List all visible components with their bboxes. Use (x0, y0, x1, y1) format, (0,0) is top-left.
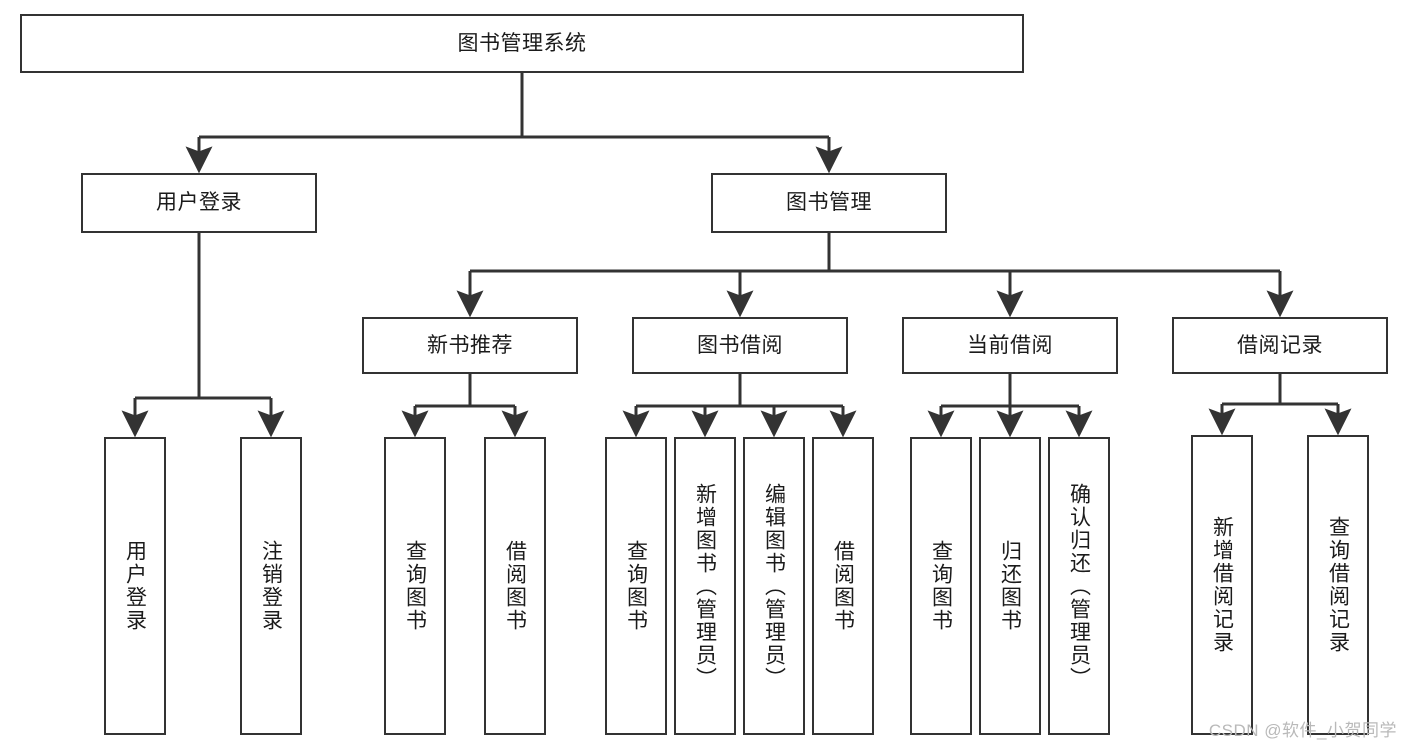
node-leaf-add-record[interactable]: 新增借阅记录 (1191, 435, 1253, 735)
node-book-management-system[interactable]: 图书管理系统 (20, 14, 1024, 73)
node-leaf-edit-book[interactable]: 编辑图书（管理员） (743, 437, 805, 735)
node-label: 借阅图书 (831, 540, 855, 632)
node-label: 图书借阅 (697, 333, 783, 357)
node-label: 查询图书 (403, 540, 427, 632)
node-leaf-query-book-1[interactable]: 查询图书 (384, 437, 446, 735)
node-leaf-confirm-return[interactable]: 确认归还（管理员） (1048, 437, 1110, 735)
node-leaf-user-login[interactable]: 用户登录 (104, 437, 166, 735)
node-book-manage[interactable]: 图书管理 (711, 173, 947, 233)
node-leaf-borrow-book-2[interactable]: 借阅图书 (812, 437, 874, 735)
node-current-borrow[interactable]: 当前借阅 (902, 317, 1118, 374)
node-leaf-borrow-book-1[interactable]: 借阅图书 (484, 437, 546, 735)
node-leaf-query-record[interactable]: 查询借阅记录 (1307, 435, 1369, 735)
node-label: 新增图书（管理员） (693, 482, 717, 690)
node-label: 图书管理 (786, 191, 872, 215)
node-user-login[interactable]: 用户登录 (81, 173, 317, 233)
node-leaf-query-book-3[interactable]: 查询图书 (910, 437, 972, 735)
node-new-book-recommend[interactable]: 新书推荐 (362, 317, 578, 374)
node-label: 归还图书 (998, 540, 1022, 632)
node-label: 借阅图书 (503, 540, 527, 632)
node-leaf-query-book-2[interactable]: 查询图书 (605, 437, 667, 735)
node-label: 当前借阅 (967, 333, 1053, 357)
node-label: 编辑图书（管理员） (762, 482, 786, 690)
node-borrow-record[interactable]: 借阅记录 (1172, 317, 1388, 374)
node-book-borrow[interactable]: 图书借阅 (632, 317, 848, 374)
node-label: 用户登录 (123, 540, 147, 632)
node-label: 借阅记录 (1237, 333, 1323, 357)
node-label: 图书管理系统 (457, 31, 587, 55)
node-label: 注销登录 (259, 540, 283, 632)
node-leaf-return-book[interactable]: 归还图书 (979, 437, 1041, 735)
node-label: 新书推荐 (427, 333, 513, 357)
node-label: 确认归还（管理员） (1067, 482, 1091, 690)
node-label: 查询图书 (929, 540, 953, 632)
node-label: 用户登录 (156, 191, 242, 215)
node-label: 查询图书 (624, 540, 648, 632)
node-leaf-logout-login[interactable]: 注销登录 (240, 437, 302, 735)
node-leaf-add-book[interactable]: 新增图书（管理员） (674, 437, 736, 735)
node-label: 新增借阅记录 (1210, 516, 1234, 654)
node-label: 查询借阅记录 (1326, 516, 1350, 654)
